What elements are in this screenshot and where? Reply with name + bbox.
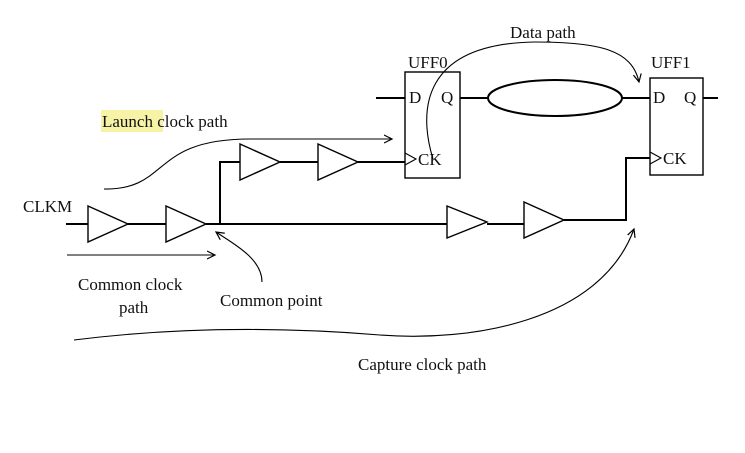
uff1-pin-q: Q — [684, 88, 696, 107]
launch-path-arrow — [103, 139, 392, 190]
common-point-arrow — [216, 232, 263, 283]
buffers — [87, 142, 566, 244]
buffer-capture-1 — [446, 204, 489, 240]
uff0-name: UFF0 — [408, 53, 448, 72]
common-clock-path-label-line2: path — [119, 298, 149, 317]
uff1-pin-d: D — [653, 88, 665, 107]
launch-highlight-mark — [101, 110, 163, 132]
common-clock-path-label-line1: Common clock — [78, 275, 183, 294]
uff1-clock-wire — [564, 157, 650, 221]
launch-word: Launch — [102, 112, 153, 131]
labels: CLKM Launch clock path Data path Common … — [23, 23, 576, 374]
combinational-logic-cloud — [487, 79, 623, 117]
data-path-label: Data path — [510, 23, 576, 42]
uff1-clock-notch — [649, 151, 663, 165]
launch-branch-wire — [219, 161, 240, 224]
launch-clock-path-label: Launch clock path — [102, 112, 228, 131]
buffer-launch-1 — [239, 142, 282, 182]
capture-path-arrow — [73, 229, 634, 341]
data-path-arrow — [426, 41, 639, 160]
buffer-common-1 — [87, 204, 130, 244]
buffer-common-2 — [165, 204, 208, 244]
uff0-pin-d: D — [409, 88, 421, 107]
capture-clock-path-label: Capture clock path — [358, 355, 487, 374]
uff0-pin-q: Q — [441, 88, 453, 107]
uff1-pin-ck: CK — [663, 149, 687, 168]
uff0-clock-notch — [404, 152, 418, 166]
clkm-label: CLKM — [23, 197, 72, 216]
flip-flop-uff0: UFF0 D Q CK — [404, 53, 461, 179]
uff1-name: UFF1 — [651, 53, 691, 72]
flip-flop-uff1: UFF1 D Q CK — [649, 53, 704, 176]
annotation-arrows — [67, 41, 639, 341]
buffer-capture-2 — [523, 200, 566, 240]
uff0-pin-ck: CK — [418, 150, 442, 169]
data-wires — [376, 79, 718, 117]
buffer-launch-2 — [317, 142, 360, 182]
launch-rest: clock path — [153, 112, 228, 131]
common-point-label: Common point — [220, 291, 323, 310]
clock-wires — [66, 157, 650, 225]
